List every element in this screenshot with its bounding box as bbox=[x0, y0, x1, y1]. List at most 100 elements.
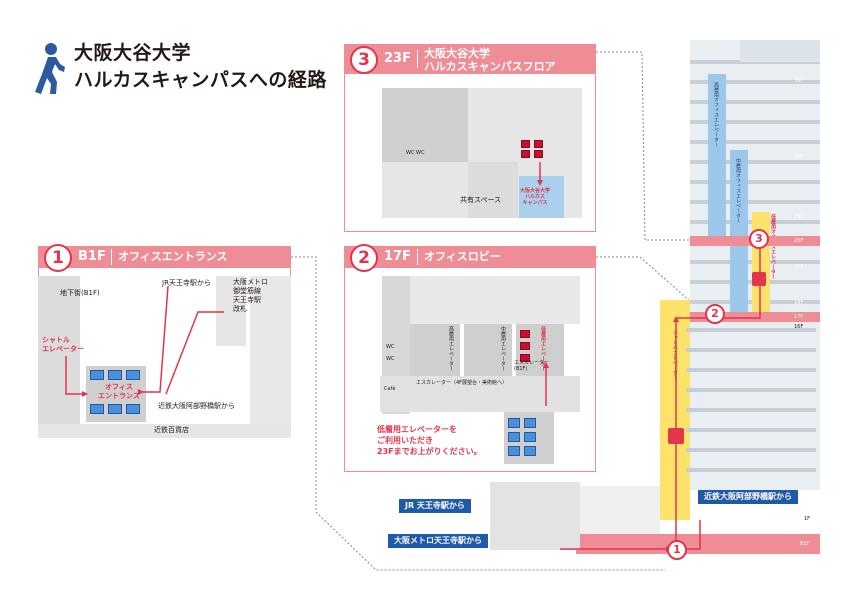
floor-30f-label: 30F bbox=[794, 154, 804, 160]
elevator-hall-high bbox=[410, 324, 460, 376]
elevator-icon bbox=[752, 272, 766, 286]
page-title: 大阪大谷大学 ハルカスキャンパスへの経路 bbox=[74, 40, 327, 94]
plan-block bbox=[410, 276, 580, 324]
plan-block bbox=[38, 276, 80, 424]
step-3-marker: 3 bbox=[749, 229, 769, 249]
floor-stripe bbox=[690, 60, 820, 64]
wc-label: WC bbox=[386, 344, 395, 350]
floor-stripe bbox=[690, 120, 820, 124]
floor-label: 23F bbox=[384, 51, 411, 66]
station-building bbox=[490, 482, 580, 550]
mid-elevator-shaft bbox=[730, 150, 748, 320]
elevator-car bbox=[108, 404, 122, 414]
shuttle-car bbox=[508, 418, 520, 428]
street-level bbox=[580, 486, 660, 534]
title-line2: ハルカスキャンパスへの経路 bbox=[74, 69, 327, 91]
low-elevator-car bbox=[520, 330, 530, 338]
floor-18f-label: 18F bbox=[794, 300, 804, 306]
tower-crown bbox=[740, 40, 820, 62]
floor-21f-label: 21F bbox=[794, 264, 804, 270]
shared-space-label: 共有スペース bbox=[460, 196, 502, 204]
floor-25f-label: 25F bbox=[794, 214, 804, 220]
walking-person-icon bbox=[35, 43, 65, 94]
shuttle-shaft bbox=[660, 300, 690, 520]
route-arrows bbox=[65, 285, 224, 397]
underground-label: 地下街(B1F) bbox=[60, 289, 100, 297]
elevator-car bbox=[521, 150, 530, 158]
shuttle-car bbox=[508, 446, 520, 456]
core-area bbox=[382, 88, 468, 162]
panel-b1f: 1 B1F オフィスエントランス 地下街(B1F) JR天王寺駅から 大阪メトロ… bbox=[38, 244, 291, 438]
elevator-car bbox=[534, 140, 543, 148]
metro-station-label: 大阪メトロ天王寺駅から bbox=[388, 534, 488, 548]
stairs-block bbox=[216, 276, 246, 346]
escalator-label: エスカレーター (B1F) bbox=[514, 360, 550, 372]
elevator-car bbox=[90, 404, 104, 414]
campus-label: 大阪大谷大学 ハルカス キャンパス bbox=[520, 188, 551, 206]
shuttle-car bbox=[508, 432, 520, 442]
mid-elev-label: 中層用オフィスエレベーター bbox=[735, 158, 741, 223]
panel-23f: 3 23F 大阪大谷大学 ハルカスキャンパスフロア WC WC 共有スペース 大… bbox=[344, 44, 596, 232]
elevator-car bbox=[521, 140, 530, 148]
panel-header: 1 B1F オフィスエントランス bbox=[38, 244, 291, 272]
high-elev-label: 高層用オフィスエレベーター bbox=[713, 82, 719, 147]
title-line1: 大阪大谷大学 bbox=[74, 42, 192, 64]
elevator-car bbox=[90, 370, 104, 380]
wc-label: WC WC bbox=[406, 150, 425, 156]
high-elev-label: 高層用エレベーター bbox=[448, 326, 454, 371]
route-arrow bbox=[543, 362, 549, 406]
elevator-car bbox=[534, 150, 543, 158]
floor-36f-label: 36F bbox=[794, 78, 804, 84]
elevator-car bbox=[126, 370, 140, 380]
floor-23f-label: 23F bbox=[794, 238, 804, 244]
shuttle-label: シャトル エレベーター bbox=[42, 336, 84, 353]
entrance-label: オフィス エントランス bbox=[98, 383, 140, 400]
panel-header: 2 17F オフィスロビー bbox=[344, 244, 596, 272]
dept-label: 近鉄百貨店 bbox=[154, 426, 189, 434]
low-elev-label: 低層用オフィスエレベーター bbox=[770, 214, 776, 279]
floor-stripe bbox=[686, 428, 816, 432]
floor-stripe bbox=[690, 200, 820, 204]
floor-stripe bbox=[690, 80, 820, 84]
floor-stripe bbox=[686, 448, 816, 452]
floor-stripe bbox=[690, 100, 820, 104]
floor-name: オフィスエントランス bbox=[118, 250, 228, 263]
high-elevator-shaft bbox=[708, 74, 726, 244]
floor-label: 17F bbox=[384, 249, 411, 264]
shared-space bbox=[468, 162, 518, 218]
floor-1f-label: 1F bbox=[804, 516, 811, 522]
floor-b1f-label: B1F bbox=[800, 541, 810, 547]
floor-stripe bbox=[686, 408, 816, 412]
floor-16f-label: 16F bbox=[794, 324, 804, 330]
header-divider bbox=[417, 249, 418, 265]
kintetsu-station-label: 近鉄大阪阿部野橋駅から bbox=[698, 490, 798, 504]
step-badge: 2 bbox=[350, 244, 378, 272]
floor-stripe bbox=[686, 368, 816, 372]
elevator-notice: 低層用エレベーターを ご利用いただき 23Fまでお上がりください。 bbox=[377, 425, 482, 456]
jr-from-label: JR天王寺駅から bbox=[162, 279, 211, 287]
floor-17f-label: 17F bbox=[794, 314, 804, 320]
escalator2-label: エスカレーター（4F展望台・美術館へ） bbox=[416, 380, 508, 386]
floor-stripe bbox=[686, 468, 816, 472]
low-elevator-car bbox=[520, 354, 530, 362]
shuttle-car bbox=[524, 446, 536, 456]
floor-name: 大阪大谷大学 ハルカスキャンパスフロア bbox=[424, 47, 556, 73]
floor-stripe bbox=[690, 140, 820, 144]
shuttle-car bbox=[524, 432, 536, 442]
header-divider bbox=[417, 50, 418, 68]
header-divider bbox=[111, 249, 112, 265]
step-1-marker: 1 bbox=[667, 540, 687, 560]
step-badge: 3 bbox=[350, 46, 378, 74]
kintetsu-from-label: 近鉄大阪阿部野橋駅から bbox=[158, 402, 235, 410]
dept-strip bbox=[38, 424, 291, 438]
floor-stripe bbox=[686, 328, 816, 332]
floor-stripe bbox=[686, 388, 816, 392]
cafe-label: Café bbox=[384, 386, 396, 392]
mid-elev-label: 中層用エレベーター bbox=[500, 326, 506, 371]
route-arrow bbox=[537, 162, 543, 186]
elevator-hall-mid bbox=[464, 324, 512, 376]
step-badge: 1 bbox=[44, 244, 72, 272]
floor-band-17f bbox=[660, 312, 820, 322]
